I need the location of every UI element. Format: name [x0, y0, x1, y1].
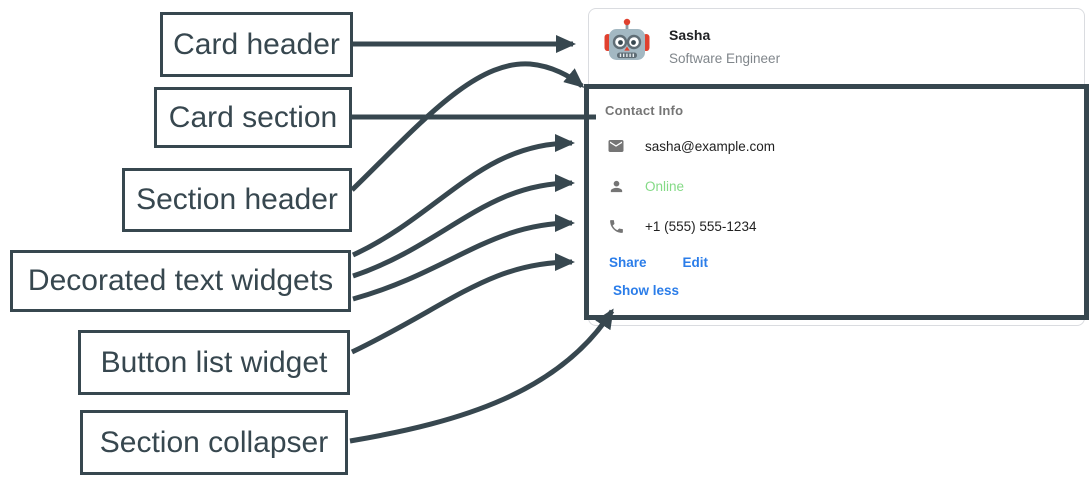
email-icon [607, 137, 625, 155]
profile-card: Sasha Software Engineer Contact Info sas… [588, 8, 1085, 326]
section-collapser-button[interactable]: Show less [613, 283, 680, 298]
label-card-section: Card section [154, 87, 352, 148]
section-header-title: Contact Info [605, 103, 684, 118]
label-decorated-text-widgets: Decorated text widgets [10, 250, 351, 312]
button-list: Share Edit [609, 255, 708, 270]
label-card-header: Card header [160, 12, 353, 77]
decorated-text-row-status: Online [607, 176, 684, 196]
label-section-header: Section header [122, 168, 352, 232]
phone-text: +1 (555) 555-1234 [645, 218, 757, 234]
robot-avatar-icon [604, 18, 650, 60]
card-header-subtitle: Software Engineer [669, 51, 781, 66]
decorated-text-row-phone: +1 (555) 555-1234 [607, 216, 756, 236]
email-text: sasha@example.com [645, 138, 776, 154]
phone-icon [607, 217, 625, 235]
share-button[interactable]: Share [609, 255, 647, 270]
person-icon [607, 177, 625, 195]
status-text: Online [645, 178, 685, 194]
label-button-list-widget: Button list widget [78, 330, 350, 395]
edit-button[interactable]: Edit [682, 255, 709, 270]
card-header-name: Sasha [669, 27, 711, 43]
label-section-collapser: Section collapser [80, 410, 348, 475]
decorated-text-row-email: sasha@example.com [607, 136, 775, 156]
